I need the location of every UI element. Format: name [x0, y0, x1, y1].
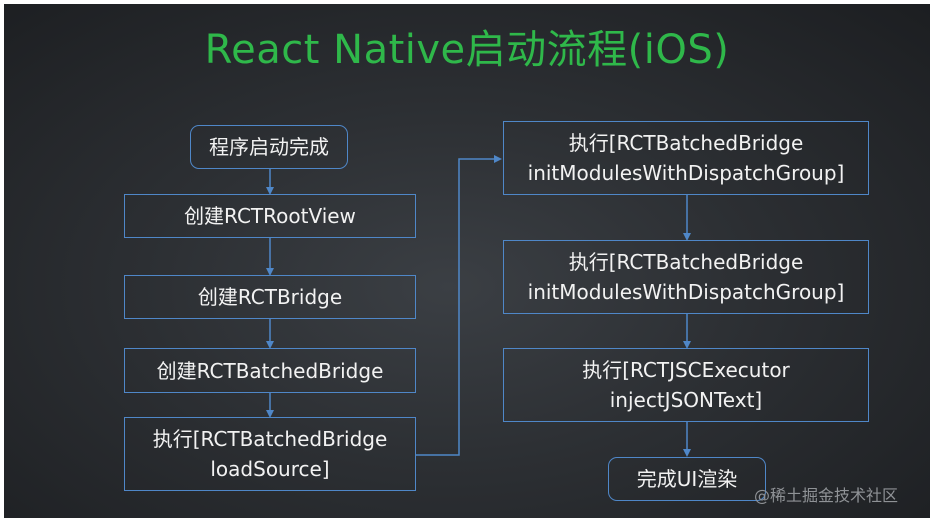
node-exec-init-modules-1-line2: initModulesWithDispatchGroup] [527, 161, 845, 185]
diagram-title: React Native启动流程(iOS) [204, 27, 730, 73]
node-exec-load-source-line1: 执行[RCTBatchedBridge [152, 427, 388, 451]
node-exec-init-modules-2-line1: 执行[RCTBatchedBridge [568, 250, 804, 274]
node-create-bridge: 创建RCTBridge [124, 275, 416, 319]
node-start: 程序启动完成 [190, 125, 348, 169]
node-exec-load-source: 执行[RCTBatchedBridge loadSource] [124, 417, 416, 491]
arrow-load-source-to-init-modules-1 [415, 155, 502, 456]
node-exec-init-modules-1: 执行[RCTBatchedBridge initModulesWithDispa… [503, 121, 869, 195]
watermark: @稀土掘金技术社区 [754, 486, 899, 505]
node-create-root-view-label: 创建RCTRootView [184, 204, 356, 228]
node-create-root-view: 创建RCTRootView [124, 194, 416, 238]
node-create-batched-bridge: 创建RCTBatchedBridge [124, 348, 416, 393]
node-exec-init-modules-2-line2: initModulesWithDispatchGroup] [527, 280, 845, 304]
node-exec-inject-json: 执行[RCTJSCExecutor injectJSONText] [503, 348, 869, 422]
node-exec-load-source-line2: loadSource] [210, 457, 330, 481]
node-create-batched-bridge-label: 创建RCTBatchedBridge [156, 358, 384, 383]
node-finish-ui-render: 完成UI渲染 [608, 457, 766, 501]
node-exec-init-modules-1-line1: 执行[RCTBatchedBridge [568, 131, 804, 155]
node-finish-ui-render-label: 完成UI渲染 [636, 467, 738, 491]
node-start-label: 程序启动完成 [209, 135, 329, 159]
diagram-canvas: React Native启动流程(iOS) 程序启动完成 创建RCTRootVi… [4, 4, 930, 518]
node-exec-inject-json-line1: 执行[RCTJSCExecutor [582, 358, 790, 382]
node-exec-init-modules-2: 执行[RCTBatchedBridge initModulesWithDispa… [503, 240, 869, 314]
node-create-bridge-label: 创建RCTBridge [197, 285, 343, 309]
node-exec-inject-json-line2: injectJSONText] [609, 388, 763, 412]
